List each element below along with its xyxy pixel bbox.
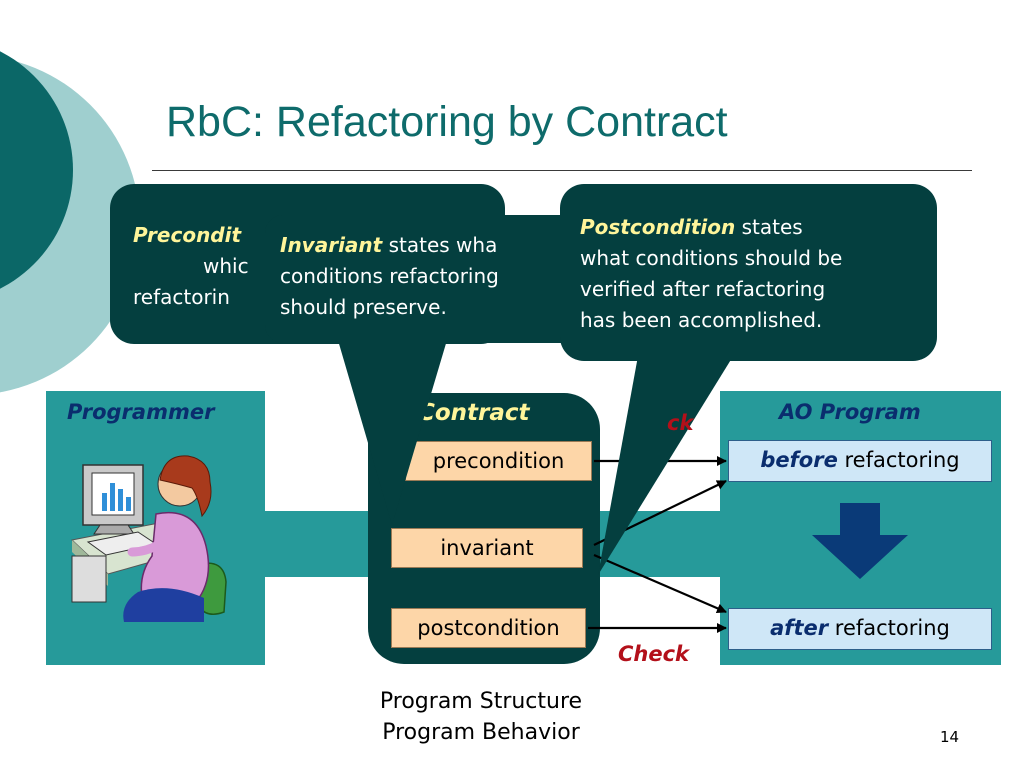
page-number: 14 [940,728,960,746]
title-divider [152,170,972,171]
after-label: after [770,616,829,640]
precondition-callout-em: Precondi [133,223,232,247]
page-title: RbC: Refactoring by Contract [166,98,728,146]
before-refactoring-box: before refactoring [728,440,992,482]
precondition-callout-text: Precondit whic refactorin [133,220,249,313]
after-rest: refactoring [828,616,950,640]
caption-program-behavior: Program Behavior [382,720,580,745]
arrow-inv-to-after [593,553,727,614]
precondition-callout-em-tail: t [231,223,242,247]
check-label-top: ck [667,411,694,435]
invariant-callout-text: Invariant states wha conditions refactor… [280,230,499,323]
invariant-callout [265,215,595,343]
invariant-callout-line3: should preserve. [280,295,447,319]
postcondition-box: postcondition [391,608,586,648]
postcondition-callout-text: Postcondition states what conditions sho… [580,212,842,336]
invariant-callout-line2: conditions refactoring [280,264,499,288]
postcondition-callout-line4: has been accomplished. [580,308,823,332]
programmer-at-computer-icon [70,455,227,622]
ao-program-title: AO Program [779,400,921,424]
dark-circle [0,51,73,289]
precondition-callout-line3: refactorin [133,285,230,309]
contract-title: Contract [418,400,530,426]
postcondition-callout-rest: states [735,215,803,239]
invariant-callout-em: Invariant [280,233,383,257]
before-rest: refactoring [837,448,960,472]
check-label-bottom: Check [618,642,690,666]
precondition-box: precondition [405,441,592,481]
decorative-circles [0,51,140,393]
postcondition-callout-line2: what conditions should be [580,246,843,270]
caption-program-structure: Program Structure [379,689,583,714]
after-refactoring-box: after refactoring [728,608,992,650]
invariant-callout-rest: states wha [382,233,498,257]
postcondition-callout-em: Postcondition [580,215,736,239]
down-arrow-icon [812,503,908,579]
postcondition-callout [560,184,937,361]
precondition-callout-line2: whic [203,254,249,278]
postcondition-callout-line3: verified after refactoring [580,277,826,301]
invariant-box: invariant [391,528,583,568]
programmer-title: Programmer [67,400,215,424]
before-label: before [760,448,838,472]
